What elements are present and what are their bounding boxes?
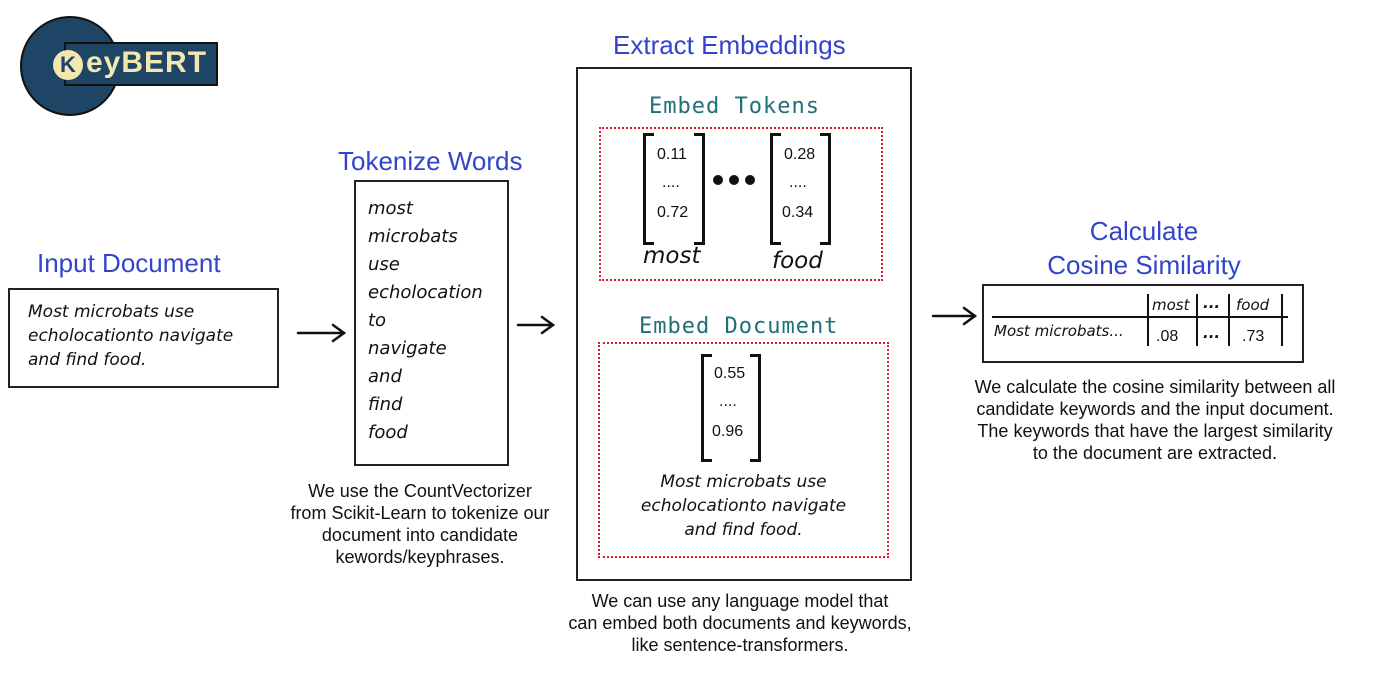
ellipsis-dot (729, 175, 739, 185)
caption-line: like sentence-transformers. (631, 635, 849, 655)
vector-right-bracket (750, 354, 761, 462)
table-header-cell: most (1152, 296, 1190, 314)
embed-tokens-title: Embed Tokens (649, 94, 820, 119)
vector-left-bracket (643, 133, 654, 245)
vector-value: 0.34 (782, 204, 814, 221)
input-document-box: Most microbats use echolocationto naviga… (8, 288, 279, 388)
similarity-title-line-1: Calculate (1089, 216, 1199, 246)
table-header-cell: ... (1203, 294, 1221, 312)
extract-caption: We can use any language model that can e… (530, 590, 950, 656)
document-line: Most microbats use (660, 472, 827, 492)
similarity-table-box: most ... food Most microbats... .08 ... … (982, 284, 1304, 363)
similarity-title-line-2: Cosine Similarity (1047, 250, 1241, 280)
table-cell: .73 (1242, 328, 1265, 345)
token-item: and (368, 366, 402, 387)
vector-value: 0.96 (712, 423, 744, 440)
table-cell: ... (1203, 324, 1221, 342)
caption-line: We calculate the cosine similarity betwe… (974, 377, 1336, 397)
extract-embeddings-title: Extract Embeddings (613, 30, 846, 60)
caption-line: kewords/keyphrases. (335, 547, 505, 567)
token-item: microbats (368, 226, 458, 247)
arrow-tokenize-to-extract (516, 315, 556, 335)
table-header-rule (992, 316, 1288, 318)
embed-document-title: Embed Document (639, 314, 839, 339)
logo-banner (64, 42, 218, 86)
ellipsis-dot (745, 175, 755, 185)
embed-tokens-panel (599, 127, 883, 281)
table-cell: .08 (1156, 328, 1179, 345)
keybert-logo: K eyBERT (20, 14, 220, 116)
caption-line: We can use any language model that (591, 591, 889, 611)
caption-line: can embed both documents and keywords, (568, 613, 912, 633)
token-label-most: most (643, 243, 701, 269)
vector-value: .... (789, 174, 807, 191)
vector-value: .... (662, 174, 680, 191)
table-row-label: Most microbats... (994, 322, 1124, 340)
caption-line: document into candidate (321, 525, 519, 545)
vector-value: 0.28 (784, 146, 816, 163)
vector-right-bracket (820, 133, 831, 245)
vector-right-bracket (694, 133, 705, 245)
input-document-title: Input Document (37, 248, 221, 278)
table-divider (1196, 294, 1198, 346)
table-divider (1281, 294, 1283, 346)
logo-k-badge: K (53, 50, 83, 80)
tokenize-caption: We use the CountVectorizer from Scikit-L… (270, 480, 570, 568)
input-line-2: echolocationto navigate (28, 326, 234, 346)
token-item: navigate (368, 338, 447, 359)
caption-line: We use the CountVectorizer (308, 481, 532, 501)
vector-value: 0.55 (714, 365, 746, 382)
token-label-food: food (772, 248, 823, 274)
token-item: to (368, 310, 387, 331)
embed-document-panel (598, 342, 889, 558)
token-item: most (368, 198, 413, 219)
vector-left-bracket (701, 354, 712, 462)
vector-value: 0.72 (657, 204, 689, 221)
token-item: use (368, 254, 400, 275)
arrow-extract-to-similarity (931, 306, 978, 326)
vector-left-bracket (770, 133, 781, 245)
document-line: and find food. (684, 520, 803, 540)
table-divider (1147, 294, 1149, 346)
tokens-box: most microbats use echolocation to navig… (354, 180, 509, 466)
similarity-caption: We calculate the cosine similarity betwe… (940, 376, 1370, 464)
logo-text: eyBERT (86, 46, 208, 79)
vector-value: .... (719, 393, 737, 410)
arrow-input-to-tokenize (296, 323, 347, 343)
caption-line: to the document are extracted. (1032, 443, 1278, 463)
extract-embeddings-box (576, 67, 912, 581)
caption-line: from Scikit-Learn to tokenize our (290, 503, 550, 523)
token-item: echolocation (368, 282, 483, 303)
caption-line: candidate keywords and the input documen… (976, 399, 1334, 419)
caption-line: The keywords that have the largest simil… (977, 421, 1333, 441)
input-line-3: and find food. (28, 350, 147, 370)
token-item: food (368, 422, 408, 443)
document-line: echolocationto navigate (640, 496, 847, 516)
input-line-1: Most microbats use (28, 302, 195, 322)
ellipsis-dot (713, 175, 723, 185)
table-divider (1228, 294, 1230, 346)
tokenize-words-title: Tokenize Words (338, 146, 523, 176)
token-item: find (368, 394, 403, 415)
table-header-cell: food (1236, 296, 1270, 314)
vector-value: 0.11 (657, 146, 687, 163)
